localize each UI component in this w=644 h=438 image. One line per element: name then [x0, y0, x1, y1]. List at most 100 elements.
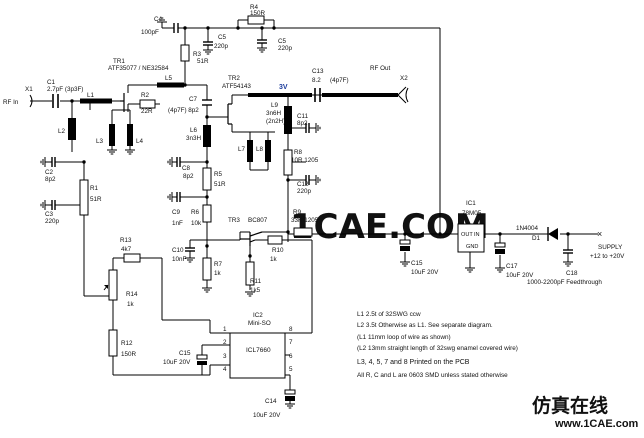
tr3-value: BC807 — [248, 217, 268, 224]
r12-ref: R12 — [121, 340, 133, 347]
d1-ref: D1 — [532, 235, 541, 242]
r10-resistor — [267, 235, 283, 245]
l7-inductor — [247, 140, 253, 162]
r4-resistor — [247, 15, 265, 25]
x2-ref: X2 — [400, 75, 408, 82]
l1-ref: L1 — [87, 92, 95, 99]
ic2-pkg: Mini-SO — [248, 320, 271, 327]
r3-resistor — [180, 44, 190, 62]
r6-resistor — [202, 204, 212, 223]
c5b-value: 220p — [278, 45, 293, 52]
r4-value: 150R — [250, 10, 266, 17]
c1-value: 2.7pF (3p3F) — [47, 86, 83, 93]
tr1-transistor — [120, 93, 125, 112]
r1-value: 51R — [90, 196, 102, 203]
r7-resistor — [202, 257, 212, 281]
r6-ref: R6 — [191, 209, 200, 216]
l6-inductor — [203, 125, 211, 147]
ic1-ref: IC1 — [466, 200, 476, 207]
voltage-3v-label: 3V — [279, 84, 288, 91]
wires — [38, 19, 598, 390]
r7-value: 1k — [214, 270, 222, 277]
r12-value: 150R — [121, 351, 137, 358]
r7-ref: R7 — [214, 261, 223, 268]
r13-ref: R13 — [120, 237, 132, 244]
r10-ref: R10 — [272, 247, 284, 254]
l2-ref: L2 — [58, 128, 66, 135]
brand-logo-cn: 仿真在线 — [532, 394, 608, 417]
ic1-regulator — [457, 223, 485, 253]
c15a-value: 10uF 20V — [411, 269, 439, 276]
rf-in-label: RF In — [3, 99, 19, 106]
l9-inductor — [284, 106, 292, 134]
r3-ref: R3 — [193, 51, 202, 58]
r14-resistor — [108, 269, 118, 301]
c1-ref: C1 — [47, 79, 56, 86]
c13-alt: (4p7F) — [330, 77, 349, 84]
l7-ref: L7 — [238, 146, 246, 153]
ic1-pin-gnd: GND — [466, 244, 478, 250]
c5a-value: 220p — [214, 43, 229, 50]
ic2-pin-2: 2 — [223, 339, 227, 346]
ic2-ref: IC2 — [253, 312, 263, 319]
c4-value: 100pF — [141, 29, 159, 36]
r14-ref: R14 — [126, 291, 138, 298]
c17-ref: C17 — [506, 263, 518, 270]
c15a-ref: C15 — [411, 260, 423, 267]
c5a-ref: C5 — [218, 34, 227, 41]
rf-in-connector — [29, 94, 38, 108]
ic1-value: 78M05 — [462, 210, 482, 217]
c13-ref: C13 — [312, 68, 324, 75]
r14-value: 1k — [127, 301, 135, 308]
r4-ref: R4 — [250, 4, 259, 11]
c15b-ref: C15 — [179, 350, 191, 357]
c9-value: 1nF — [172, 220, 183, 227]
c2-ref: C2 — [45, 169, 54, 176]
c14-value: 10uF 20V — [253, 412, 281, 419]
ic2-pin-5: 5 — [289, 366, 293, 373]
c7-ref: C7 — [189, 96, 198, 103]
l3-ref: L3 — [96, 138, 104, 145]
tr1-value: ATF35077 / NE32584 — [108, 65, 169, 72]
tr2-value: ATF54143 — [222, 83, 251, 90]
r3-value: 51R — [197, 58, 209, 65]
rf-out-label: RF Out — [370, 65, 391, 72]
ic2-pin-4: 4 — [223, 366, 227, 373]
c10-value: 10nF — [172, 256, 187, 263]
tr3-ref: TR3 — [228, 217, 240, 224]
ground-symbols — [40, 17, 574, 409]
l5-ref: L5 — [165, 75, 173, 82]
l6-ref: L6 — [190, 127, 198, 134]
r5-resistor — [202, 167, 212, 191]
r5-value: 51R — [214, 181, 226, 188]
c11-value: 8p2 — [297, 120, 308, 127]
r1-ref: R1 — [90, 185, 99, 192]
r13-resistor — [123, 253, 141, 263]
c11-ref: C11 — [297, 113, 309, 120]
l9-alt: (2n2H) — [266, 118, 285, 125]
ic1-pin-out: OUT — [461, 232, 473, 238]
d1-diode — [547, 227, 558, 241]
c2-value: 8p2 — [45, 176, 56, 183]
ic2-pin-3: 3 — [223, 353, 227, 360]
l9-ref: L9 — [271, 102, 279, 109]
r9-value: 33R 1205 — [291, 217, 319, 224]
watermark-center-text: 1CAE.COM — [290, 207, 489, 247]
c7-value: (4p7F) 8p2 — [168, 107, 199, 114]
r2-value: 22R — [141, 108, 153, 115]
r12-resistor — [108, 329, 118, 357]
ic2-value: ICL7660 — [246, 347, 271, 354]
r1-resistor — [79, 179, 89, 216]
c18-ref: C18 — [566, 270, 578, 277]
l2-inductor — [68, 118, 76, 140]
junction-dots — [70, 26, 570, 258]
l8-ref: L8 — [256, 146, 264, 153]
c5b-ref: C5 — [278, 38, 287, 45]
ic2-pin-8: 8 — [289, 326, 293, 333]
r5-ref: R5 — [214, 171, 223, 178]
c15b-value: 10uF 20V — [163, 359, 191, 366]
notes-block: L1 2.5t of 32SWG ccw L2 3.5t Otherwise a… — [357, 311, 518, 379]
c3-value: 220p — [45, 218, 60, 225]
c12-value: 220p — [297, 188, 312, 195]
